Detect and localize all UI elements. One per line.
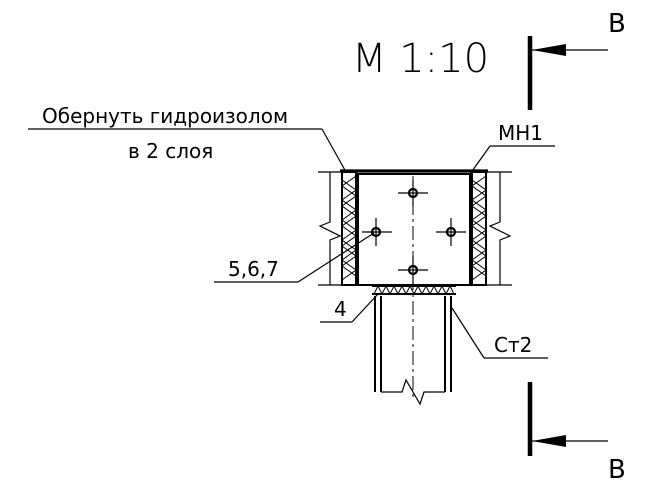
weld-seam <box>372 284 456 296</box>
bolt-left <box>362 218 392 246</box>
callout-column-label: Ст2 <box>494 333 532 357</box>
callout-waterproofing: Обернуть гидроизолом в 2 слоя <box>28 104 347 173</box>
callout-wrap-line1: Обернуть гидроизолом <box>42 104 288 128</box>
callout-column: Ст2 <box>451 307 548 359</box>
beam-lines <box>318 171 512 286</box>
callout-weld-label: 4 <box>334 297 347 321</box>
section-letter-bottom: В <box>608 455 626 485</box>
waterproofing-right <box>471 171 487 286</box>
callout-bolts: 5,6,7 <box>214 232 375 283</box>
callout-bolts-label: 5,6,7 <box>228 257 279 281</box>
scale-label: М 1:10 <box>352 36 489 82</box>
callout-weld: 4 <box>320 293 379 323</box>
callout-plate-label: МН1 <box>498 121 543 145</box>
callout-wrap-line2: в 2 слоя <box>128 139 213 163</box>
callout-plate: МН1 <box>469 121 555 175</box>
section-letter-top: В <box>608 9 626 39</box>
bolt-right <box>436 218 466 246</box>
section-mark-bottom: В <box>527 382 626 485</box>
waterproofing-left <box>341 171 357 286</box>
column <box>374 296 452 406</box>
section-mark-top: В <box>527 9 626 110</box>
